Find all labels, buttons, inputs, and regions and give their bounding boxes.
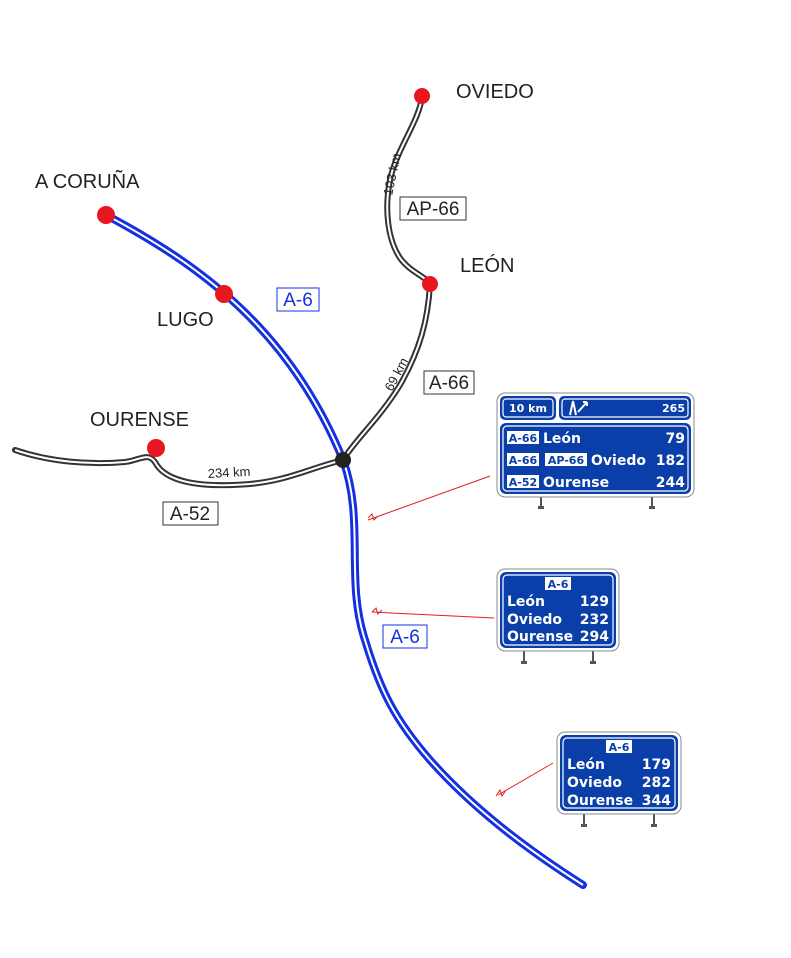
city-marker-lugo — [215, 285, 233, 303]
sign2-row2-destination: Oviedo — [507, 612, 562, 628]
sign2-pointer — [371, 607, 495, 619]
sign1-row1-code: A-66 — [509, 432, 538, 445]
city-marker-leon — [422, 276, 438, 292]
distance-label-a52: 234 km — [207, 464, 250, 481]
sign3-row1-km: 179 — [642, 757, 671, 773]
road-label-a52: A-52 — [162, 501, 219, 526]
sign2-row3-destination: Ourense — [507, 629, 573, 645]
svg-text:A-66: A-66 — [429, 373, 469, 394]
sign1-row3-code: A-52 — [509, 476, 537, 489]
city-label-a-coruna: A CORUÑA — [35, 169, 140, 193]
sign2-row3-km: 294 — [580, 629, 609, 645]
sign1-exit-panel: 10 km 265 A-66 León 79 A-66 AP-66 Oviedo… — [496, 392, 695, 509]
sign1-row2-destination: Oviedo — [591, 453, 646, 469]
sign2-row1-destination: León — [507, 594, 545, 610]
city-marker-a-coruna — [97, 206, 115, 224]
sign3-confirmation-panel: A-6 León 179 Oviedo 282 Ourense 344 — [556, 731, 682, 827]
road-label-a6-north: A-6 — [276, 287, 320, 312]
sign2-row2-km: 232 — [580, 612, 609, 628]
sign1-row3-km: 244 — [656, 475, 685, 491]
road-label-a66: A-66 — [423, 370, 475, 395]
a6-road — [102, 211, 587, 889]
a66-road — [340, 281, 433, 463]
sign1-row2-code2: AP-66 — [548, 454, 585, 467]
city-label-ourense: OURENSE — [90, 409, 189, 431]
svg-text:AP-66: AP-66 — [407, 199, 460, 220]
sign2-confirmation-panel: A-6 León 129 Oviedo 232 Ourense 294 — [496, 568, 620, 664]
sign1-row3-destination: Ourense — [543, 475, 609, 491]
distance-label-ap66: 103 km — [380, 152, 404, 197]
city-label-oviedo: OVIEDO — [456, 81, 534, 103]
city-label-leon: LEÓN — [460, 254, 514, 277]
svg-text:A-52: A-52 — [170, 504, 210, 525]
sign2-road-code: A-6 — [548, 578, 569, 591]
ap66-road — [384, 93, 433, 287]
sign1-row2-code1: A-66 — [509, 454, 538, 467]
sign1-row1-km: 79 — [666, 431, 685, 447]
sign3-row3-km: 344 — [642, 793, 671, 809]
sign3-pointer — [495, 762, 554, 798]
sign3-road-code: A-6 — [609, 741, 630, 754]
sign3-row3-destination: Ourense — [567, 793, 633, 809]
sign1-exit-distance: 10 km — [509, 402, 547, 415]
junction-marker — [335, 452, 351, 468]
sign1-exit-number: 265 — [662, 402, 685, 415]
sign1-pointer — [367, 475, 491, 521]
sign2-row1-km: 129 — [580, 594, 609, 610]
svg-text:A-6: A-6 — [283, 290, 313, 311]
sign3-row2-destination: Oviedo — [567, 775, 622, 791]
a52-road — [12, 447, 346, 489]
svg-text:A-6: A-6 — [390, 627, 420, 648]
city-marker-ourense — [147, 439, 165, 457]
road-label-a6-south: A-6 — [382, 624, 428, 649]
exit-arrow-icon — [569, 400, 588, 416]
sign1-row2-km: 182 — [656, 453, 685, 469]
road-label-ap66: AP-66 — [399, 196, 467, 221]
sign1-row1-destination: León — [543, 431, 581, 447]
sign3-row1-destination: León — [567, 757, 605, 773]
sign3-row2-km: 282 — [642, 775, 671, 791]
city-label-lugo: LUGO — [157, 309, 214, 331]
city-marker-oviedo — [414, 88, 430, 104]
